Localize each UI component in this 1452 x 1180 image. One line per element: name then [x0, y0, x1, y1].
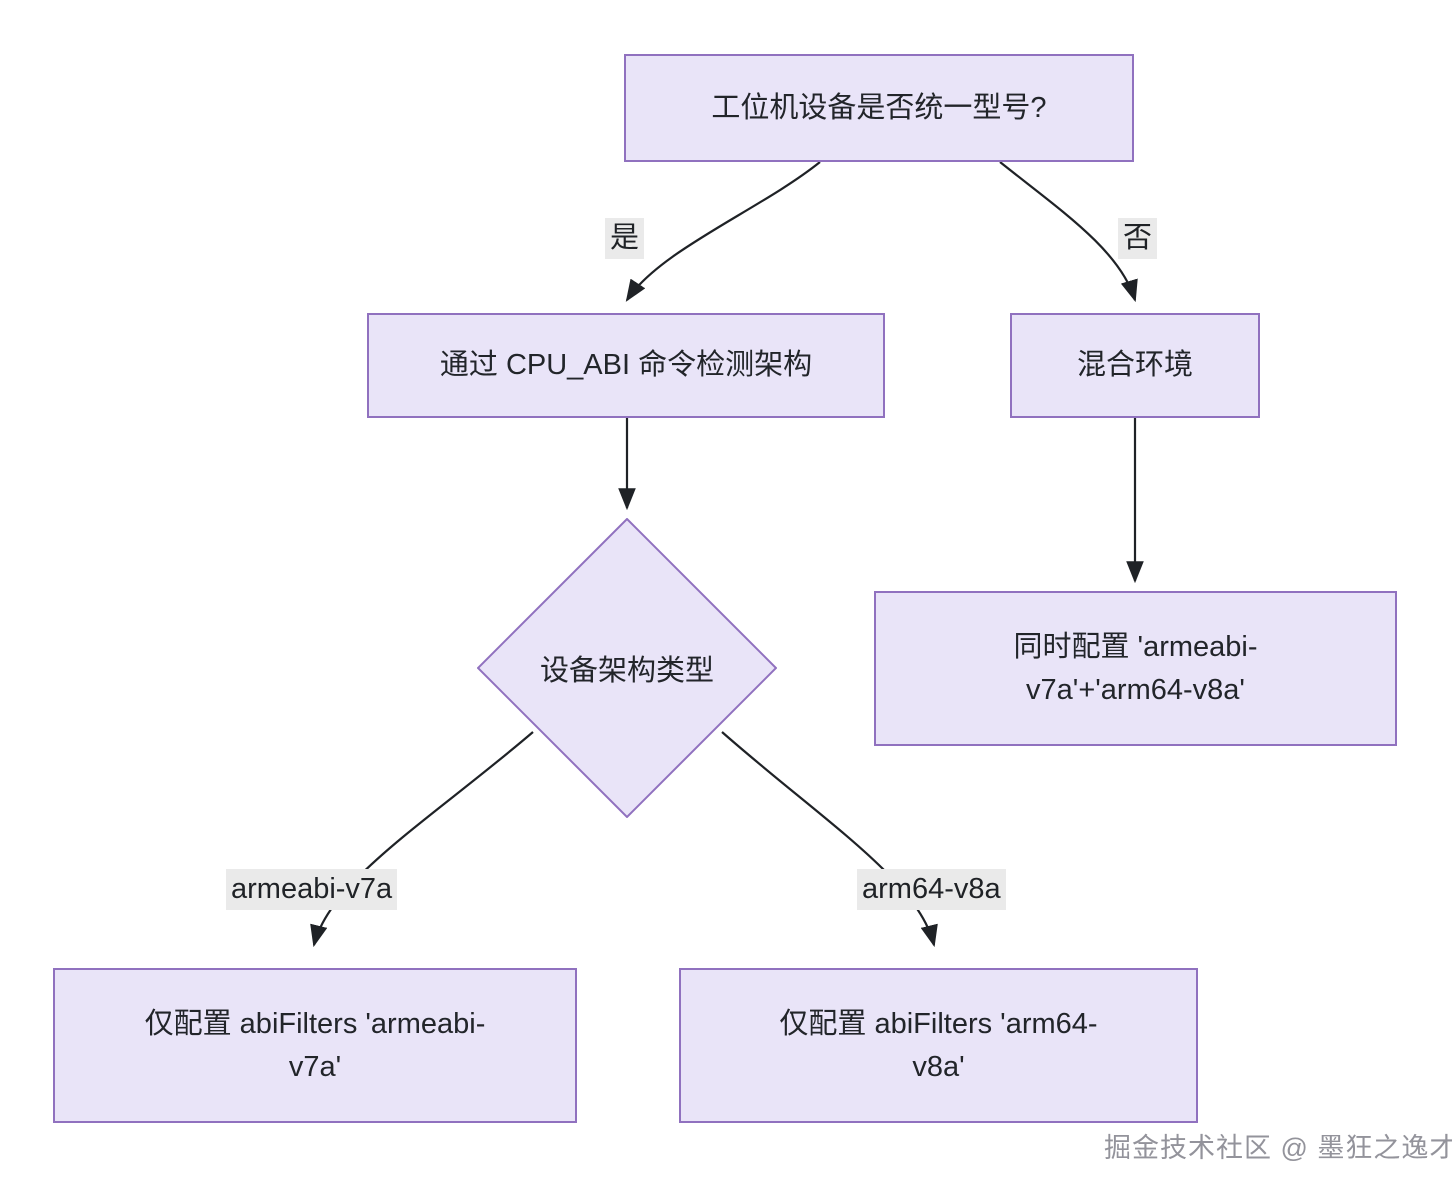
node-both_abi-label: 同时配置 'armeabi- v7a'+'arm64-v8a'	[1013, 631, 1258, 706]
node-cpu_abi-label: 通过 CPU_ABI 命令检测架构	[439, 349, 813, 382]
node-only_v8a-label: 仅配置 abiFilters 'arm64- v8a'	[779, 1008, 1098, 1083]
node-both_abi[interactable]: 同时配置 'armeabi- v7a'+'arm64-v8a'	[874, 591, 1397, 746]
node-arch_type[interactable]: 设备架构类型	[477, 518, 777, 818]
node-arch_type-label: 设备架构类型	[539, 655, 714, 687]
edge-paths	[310, 161, 1144, 948]
edge-arch-v7a	[310, 731, 534, 948]
node-only_v7a-label: 仅配置 abiFilters 'armeabi- v7a'	[144, 1008, 486, 1083]
node-root-label: 工位机设备是否统一型号?	[711, 91, 1047, 124]
edge-arch-v8a-label: arm64-v8a	[857, 869, 1006, 910]
node-only_v8a[interactable]: 仅配置 abiFilters 'arm64- v8a'	[679, 968, 1198, 1123]
edge-root-mixed	[999, 161, 1138, 303]
edge-root-cpu-label: 是	[605, 218, 645, 259]
edge-root-mixed-label: 否	[1118, 218, 1158, 259]
watermark: 掘金技术社区 @ 墨狂之逸才	[1104, 1133, 1452, 1163]
edge-arch-v7a-label: armeabi-v7a	[226, 869, 398, 910]
edge-arch-v8a	[721, 731, 938, 948]
node-root[interactable]: 工位机设备是否统一型号?	[624, 54, 1134, 162]
diamond-shape	[477, 518, 777, 818]
node-only_v7a[interactable]: 仅配置 abiFilters 'armeabi- v7a'	[53, 968, 577, 1123]
node-cpu_abi[interactable]: 通过 CPU_ABI 命令检测架构	[367, 313, 885, 418]
node-mixed_env-label: 混合环境	[1076, 349, 1193, 382]
node-mixed_env[interactable]: 混合环境	[1010, 313, 1260, 418]
edge-root-cpu	[625, 161, 821, 302]
